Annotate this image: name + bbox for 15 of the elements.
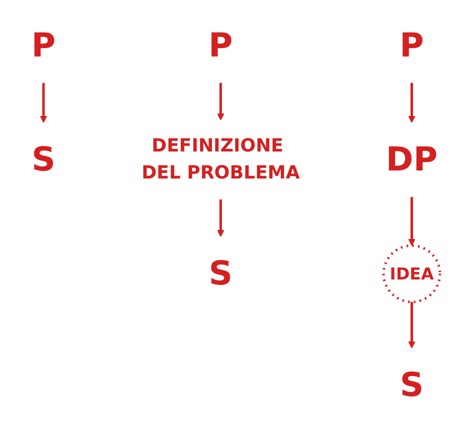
node-text: S	[32, 140, 56, 179]
arrow	[408, 196, 416, 246]
node-text: S	[400, 366, 424, 404]
node-text: P	[31, 26, 56, 65]
node-text: DEFINIZIONE DEL PROBLEMA	[142, 136, 300, 184]
node-text: DP	[386, 140, 438, 179]
arrow	[217, 82, 224, 120]
node-text: P	[208, 26, 233, 65]
node-circle: IDEA	[382, 244, 442, 304]
arrow	[40, 82, 48, 123]
arrow	[408, 302, 416, 348]
node-text: P	[400, 26, 424, 65]
node-text: S	[208, 254, 233, 293]
arrow	[217, 199, 224, 237]
arrow	[408, 82, 416, 123]
